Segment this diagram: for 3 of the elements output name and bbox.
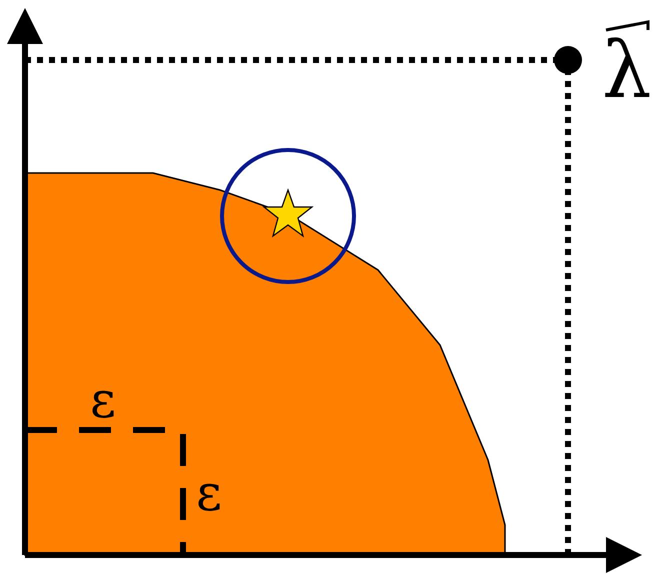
epsilon-label: ε xyxy=(90,375,116,425)
vector-symbol: λ xyxy=(602,32,652,110)
epsilon-label: ε xyxy=(196,468,222,518)
